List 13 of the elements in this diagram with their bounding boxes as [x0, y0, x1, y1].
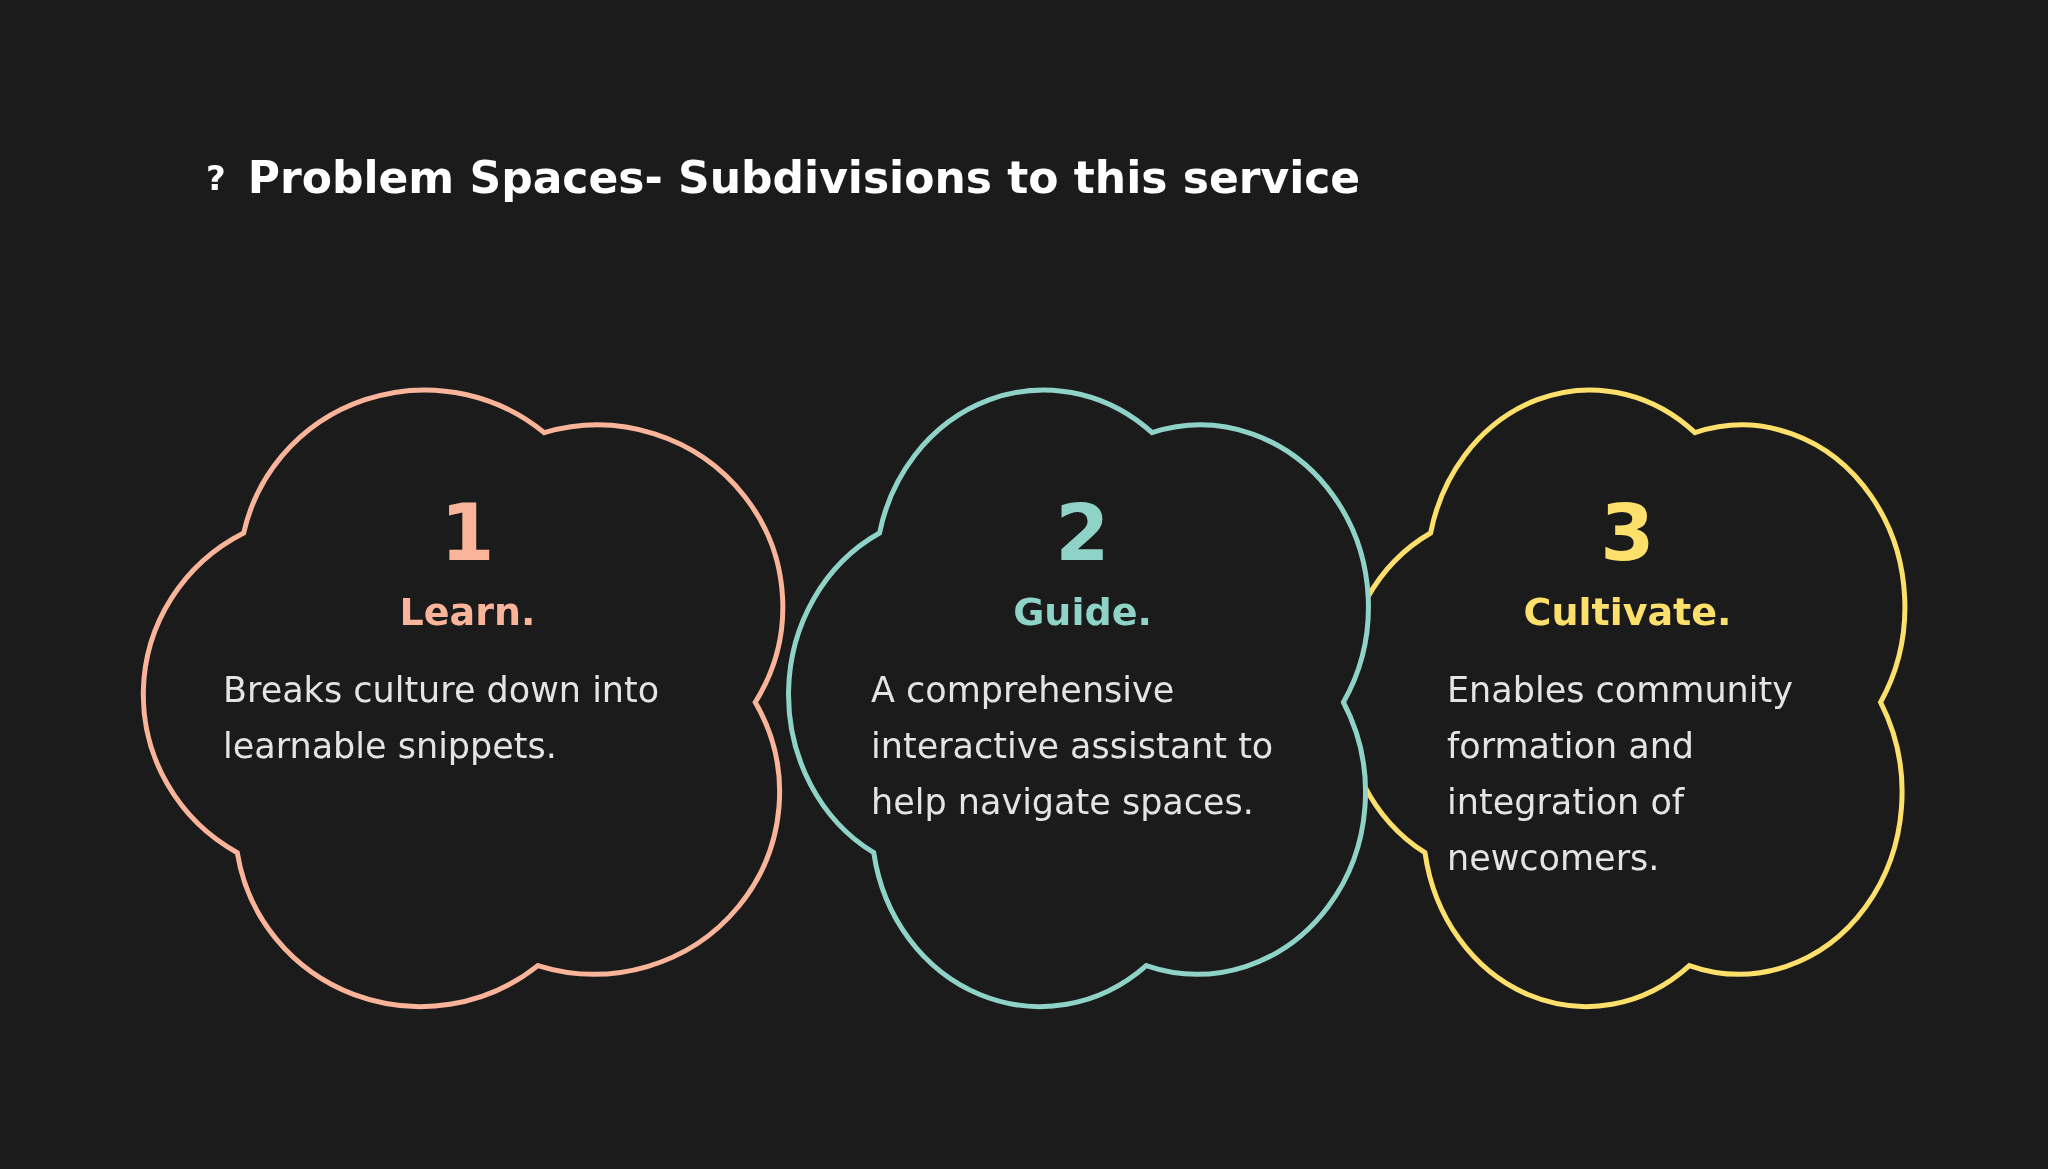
- step-number: 2: [1055, 493, 1110, 572]
- step-description: Breaks culture down into learnable snippets.: [223, 668, 661, 768]
- step-heading: Guide.: [1013, 589, 1152, 634]
- step-description: Enables community formation and integration of newcomers.: [1447, 668, 1794, 880]
- cloud-shape: [786, 387, 1371, 1009]
- cloud-shape: [141, 387, 786, 1009]
- step-number: 3: [1600, 493, 1655, 572]
- question-mark: ?: [206, 157, 226, 198]
- title: Problem Spaces- Subdivisions to this service: [247, 152, 1361, 203]
- step-description: A comprehensive interactive assistant to help navigate spaces.: [871, 668, 1275, 824]
- step-heading: Cultivate.: [1523, 589, 1732, 634]
- step-heading: Learn.: [399, 589, 536, 634]
- step-number: 1: [440, 493, 495, 572]
